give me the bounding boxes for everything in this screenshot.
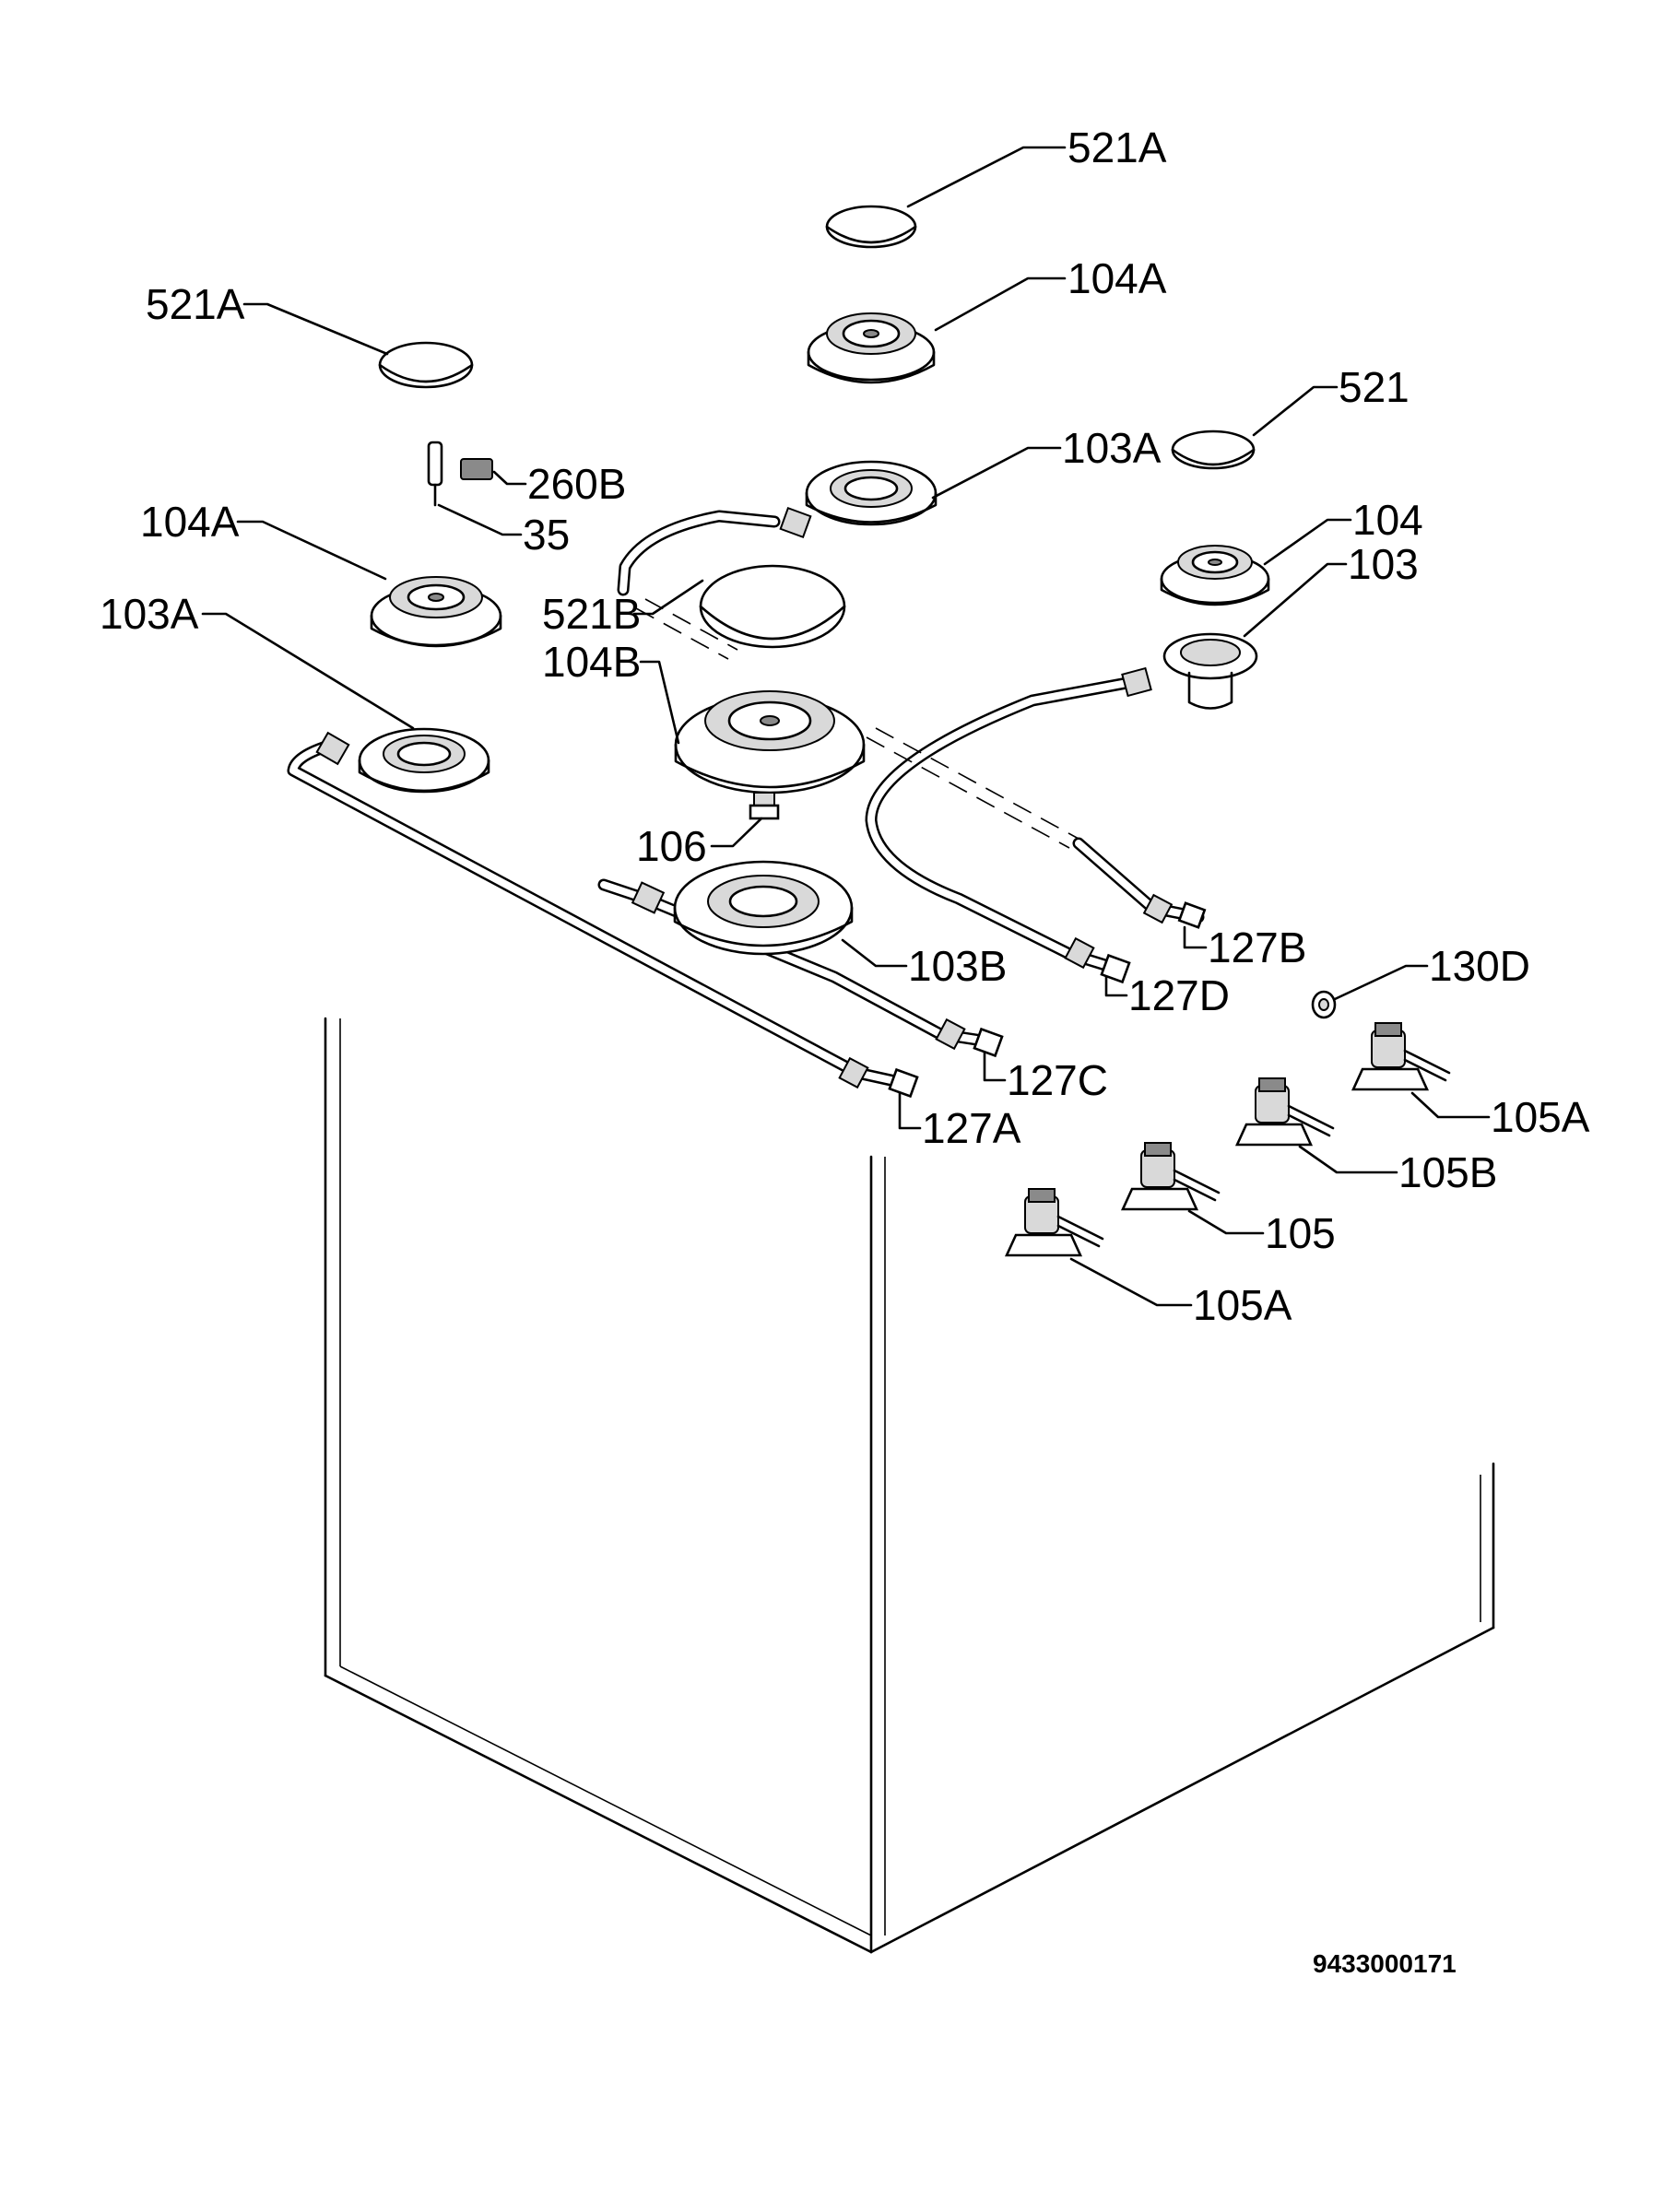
label-burner-left: 104A <box>140 498 240 546</box>
label-burner-right: 104 <box>1352 496 1423 544</box>
label-clip: 260B <box>527 460 626 508</box>
nut-130d <box>1311 990 1337 1019</box>
label-valve-mid-right: 105B <box>1398 1148 1497 1196</box>
label-valve-mid: 105 <box>1265 1209 1336 1257</box>
burner-104a-top <box>807 312 936 384</box>
valve-105b <box>1234 1077 1335 1147</box>
label-valve-left: 105A <box>1193 1281 1292 1329</box>
label-nut: 130D <box>1429 942 1530 990</box>
label-pipe-b: 127B <box>1208 924 1306 971</box>
label-burner-center: 104B <box>542 638 641 686</box>
base-103b-center <box>673 860 854 956</box>
document-number: 9433000171 <box>1313 1949 1457 1978</box>
label-base-right: 103 <box>1348 540 1419 588</box>
gas-pipes <box>287 506 1207 1099</box>
label-pipe-c: 127C <box>1007 1056 1108 1104</box>
label-cap-right: 521 <box>1339 363 1410 411</box>
cap-521b-center <box>699 564 846 649</box>
label-injector: 106 <box>636 822 707 870</box>
cap-521a-top <box>825 205 917 249</box>
cap-521a-left <box>378 341 474 389</box>
base-103a-top <box>805 460 938 526</box>
base-103a-left <box>358 727 490 794</box>
burner-104b-center <box>674 690 866 794</box>
label-electrode: 35 <box>523 511 570 559</box>
part-labels: 521A 104A 103A 521 104 103 521A 260B 35 … <box>100 124 1590 1978</box>
label-pipe-a: 127A <box>922 1104 1021 1152</box>
label-pipe-d: 127D <box>1128 971 1230 1019</box>
label-cap-center: 521B <box>542 590 641 638</box>
valve-105a-right <box>1351 1022 1451 1091</box>
base-103-right <box>1162 632 1258 710</box>
burner-104-right <box>1160 545 1270 606</box>
clip-260b <box>460 458 493 480</box>
cooker-cabinet <box>324 1017 1495 1954</box>
label-base-top: 103A <box>1062 424 1162 472</box>
label-base-left: 103A <box>100 590 199 638</box>
valve-105a-left <box>1004 1188 1104 1257</box>
label-valve-right: 105A <box>1491 1093 1590 1141</box>
label-cap-left: 521A <box>146 280 245 328</box>
label-cap-top: 521A <box>1068 124 1167 171</box>
cap-521-right <box>1171 429 1256 470</box>
leader-lines <box>201 146 1491 1307</box>
burner-104a-left <box>370 576 502 648</box>
injector-106 <box>749 792 780 820</box>
valve-105 <box>1120 1142 1221 1211</box>
label-base-center: 103B <box>908 942 1007 990</box>
label-burner-top: 104A <box>1068 254 1167 302</box>
electrode-35 <box>427 441 443 507</box>
